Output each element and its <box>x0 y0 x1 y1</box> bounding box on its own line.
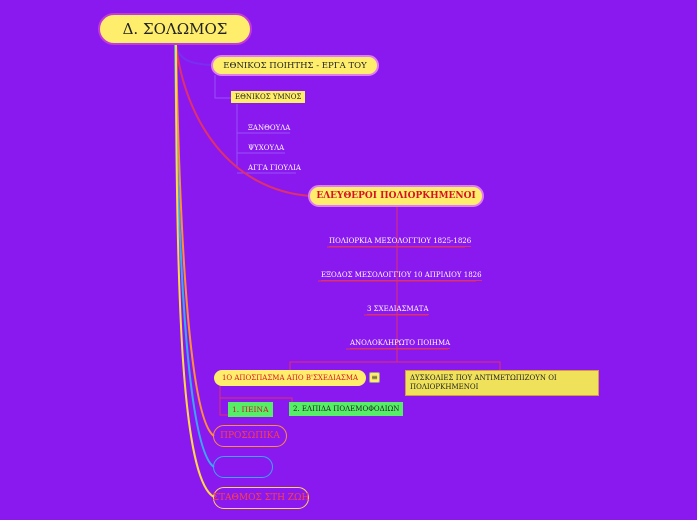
child-elpida[interactable]: 2. ΕΛΠΙΔΑ ΠΟΛΕΜΟΦΟΔΙΩΝ <box>289 402 404 416</box>
item-poliorkia[interactable]: ΠΟΛΙΟΡΚΙΑ ΜΕΣΟΛΟΓΓΙΟΥ 1825-1826 <box>329 237 472 247</box>
child-peina[interactable]: 1. ΠΕΙΝΑ <box>228 402 273 417</box>
branch-stathmos[interactable]: ΣΤΑΘΜΟΣ ΣΤΗ ΖΩΗ <box>213 487 309 509</box>
item-schediasmata[interactable]: 3 ΣΧΕΔΙΑΣΜΑΤΑ <box>367 305 429 315</box>
branch-prosopika[interactable]: ΠΡΟΣΩΠΙΚΑ <box>213 425 287 447</box>
item-anoloklirwto[interactable]: ΑΝΟΛΟΚΛΗΡΩΤΟ ΠΟΙΗΜΑ <box>350 339 451 349</box>
notes-icon[interactable]: ≡ <box>369 372 380 383</box>
leaf-xanthoula[interactable]: ΞΑΝΘΟΥΛΑ <box>248 124 291 132</box>
item-exodos[interactable]: ΕΞΟΔΟΣ ΜΕΣΟΛΟΓΓΙΟΥ 10 ΑΠΡΙΛΙΟΥ 1826 <box>321 271 482 281</box>
root-topic[interactable]: Δ. ΣΟΛΩΜΟΣ <box>98 13 252 45</box>
excerpt-node[interactable]: 1Ο ΑΠΟΣΠΑΣΜΑ ΑΠΟ Β'ΣΧΕΔΙΑΣΜΑ <box>214 370 366 386</box>
note-dyskolies: ΔΥΣΚΟΛΙΕΣ ΠΟΥ ΑΝΤΙΜΕΤΩΠΙΖΟΥΝ ΟΙ ΠΟΛΙΟΡΚΗ… <box>405 370 599 396</box>
leaf-agga-gioulia[interactable]: ΑΓΓΑ ΓΙΟΥΛΙΑ <box>248 164 301 172</box>
branch-eleftheroi-poliorkimenoi[interactable]: ΕΛΕΥΘΕΡΟΙ ΠΟΛΙΟΡΚΗΜΕΝΟΙ <box>308 185 484 207</box>
branch-ethnikos-poiitis[interactable]: ΕΘΝΙΚΟΣ ΠΟΙΗΤΗΣ - ΕΡΓΑ ΤΟΥ <box>211 55 379 76</box>
branch-empty[interactable] <box>213 456 273 478</box>
leaf-psychoula[interactable]: ΨΥΧΟΥΛΑ <box>248 144 285 152</box>
sub-ethnikos-ymnos[interactable]: ΕΘΝΙΚΟΣ ΥΜΝΟΣ <box>231 91 306 103</box>
